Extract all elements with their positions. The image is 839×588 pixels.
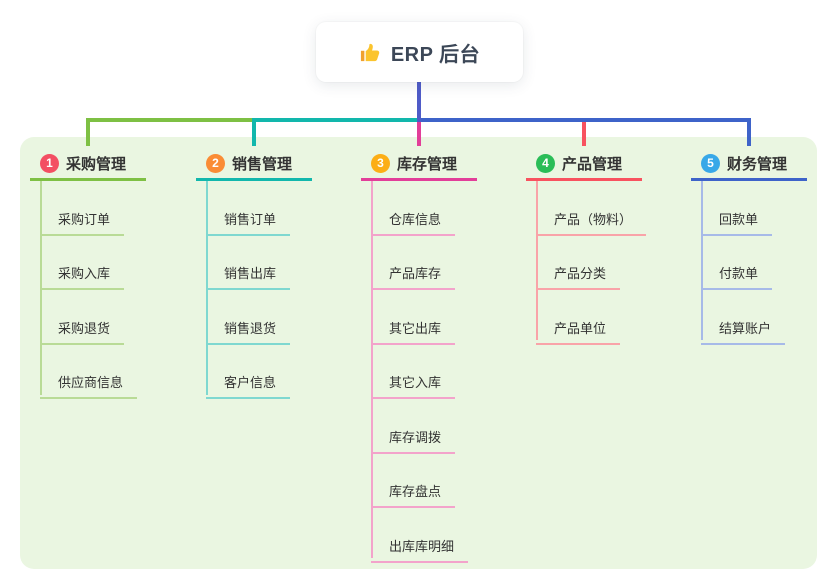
root-title: ERP 后台: [390, 43, 481, 66]
leaf-label: 库存盘点: [371, 481, 456, 508]
leaf-node[interactable]: 产品单位: [536, 290, 658, 345]
connector-drop: [252, 122, 256, 146]
leaf-node[interactable]: 仓库信息: [371, 181, 493, 236]
branches-background-panel: [20, 137, 817, 569]
root-connector-stem: [417, 82, 421, 122]
leaf-label: 仓库信息: [371, 209, 456, 236]
leaf-label: 其它入库: [371, 372, 456, 399]
leaf-node[interactable]: 其它出库: [371, 290, 493, 345]
branch-label: 产品管理: [562, 155, 623, 173]
branch-sub-connector: [536, 181, 538, 340]
leaf-node[interactable]: 其它入库: [371, 345, 493, 399]
leaf-node[interactable]: 产品分类: [536, 236, 658, 290]
branch-3: 3 库存管理仓库信息产品库存其它出库其它入库库存调拨库存盘点出库库明细: [361, 148, 493, 563]
leaf-label: 采购退货: [40, 318, 125, 345]
leaf-node[interactable]: 采购订单: [40, 181, 162, 236]
root-node-erp[interactable]: ERP 后台: [316, 22, 523, 82]
leaf-label: 销售出库: [206, 263, 291, 290]
branch-label: 销售管理: [232, 155, 293, 173]
branch-node[interactable]: 1 采购管理: [30, 148, 146, 181]
leaf-label: 付款单: [701, 263, 773, 290]
branch-node[interactable]: 5 财务管理: [691, 148, 807, 181]
branch-number-badge: 5: [701, 153, 720, 173]
connector-drop: [417, 122, 421, 146]
leaf-label: 出库库明细: [371, 536, 469, 563]
thumbs-up-icon: [359, 41, 382, 64]
branch-number-badge: 3: [371, 153, 390, 173]
leaf-node[interactable]: 客户信息: [206, 345, 328, 399]
leaf-node[interactable]: 产品库存: [371, 236, 493, 290]
branch-node[interactable]: 4 产品管理: [526, 148, 642, 181]
branch-label: 财务管理: [727, 155, 788, 173]
leaf-label: 销售退货: [206, 318, 291, 345]
branch-sub-connector: [371, 181, 373, 558]
branch-number-badge: 4: [536, 153, 555, 173]
branch-sub-connector: [40, 181, 42, 395]
connector-bar-segment: [86, 118, 256, 122]
leaf-node[interactable]: 供应商信息: [40, 345, 162, 399]
leaf-node[interactable]: 回款单: [701, 181, 823, 236]
branch-sub-connector: [206, 181, 208, 395]
leaf-label: 采购订单: [40, 209, 125, 236]
branch-number-badge: 2: [206, 153, 225, 173]
leaf-label: 产品库存: [371, 263, 456, 290]
leaf-node[interactable]: 销售退货: [206, 290, 328, 345]
connector-drop: [582, 122, 586, 146]
leaf-label: 供应商信息: [40, 372, 138, 399]
leaf-node[interactable]: 产品（物料）: [536, 181, 658, 236]
leaf-label: 库存调拨: [371, 427, 456, 454]
connector-bar-segment: [417, 118, 751, 122]
leaf-label: 销售订单: [206, 209, 291, 236]
leaf-node[interactable]: 付款单: [701, 236, 823, 290]
branch-label: 采购管理: [66, 155, 127, 173]
branch-node[interactable]: 3 库存管理: [361, 148, 477, 181]
leaf-label: 客户信息: [206, 372, 291, 399]
leaf-label: 产品单位: [536, 318, 621, 345]
leaf-node[interactable]: 库存调拨: [371, 399, 493, 454]
leaf-label: 其它出库: [371, 318, 456, 345]
branch-1: 1 采购管理采购订单采购入库采购退货供应商信息: [30, 148, 162, 399]
leaf-node[interactable]: 销售订单: [206, 181, 328, 236]
leaf-node[interactable]: 销售出库: [206, 236, 328, 290]
branch-node[interactable]: 2 销售管理: [196, 148, 312, 181]
leaf-node[interactable]: 结算账户: [701, 290, 823, 345]
leaf-label: 回款单: [701, 209, 773, 236]
leaf-label: 采购入库: [40, 263, 125, 290]
branch-4: 4 产品管理产品（物料） 产品分类产品单位: [526, 148, 658, 345]
connector-bar-segment: [252, 118, 421, 122]
branch-2: 2 销售管理销售订单销售出库销售退货客户信息: [196, 148, 328, 399]
leaf-label: 产品（物料）: [536, 209, 647, 236]
branch-label: 库存管理: [397, 155, 458, 173]
branch-5: 5 财务管理回款单付款单结算账户: [691, 148, 823, 345]
branch-number-badge: 1: [40, 153, 59, 173]
branch-sub-connector: [701, 181, 703, 340]
leaf-node[interactable]: 采购退货: [40, 290, 162, 345]
leaf-label: 结算账户: [701, 318, 786, 345]
leaf-label: 产品分类: [536, 263, 621, 290]
connector-drop: [747, 122, 751, 146]
leaf-node[interactable]: 库存盘点: [371, 454, 493, 508]
leaf-node[interactable]: 出库库明细: [371, 508, 493, 563]
connector-drop: [86, 122, 90, 146]
leaf-node[interactable]: 采购入库: [40, 236, 162, 290]
